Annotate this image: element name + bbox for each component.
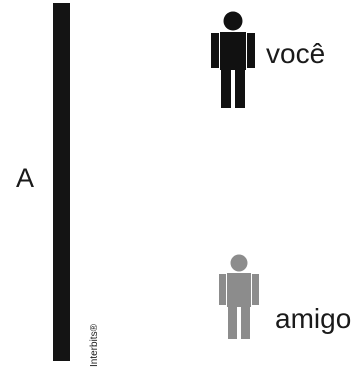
- amigo-head: [230, 254, 248, 272]
- mirror-bar: [53, 3, 70, 361]
- watermark: Interbits®: [89, 324, 100, 367]
- amigo-torso: [227, 273, 251, 307]
- voce-left-leg: [221, 68, 231, 108]
- voce-torso: [220, 32, 246, 70]
- person-voce-icon: [211, 11, 255, 108]
- amigo-right-leg: [241, 305, 250, 339]
- amigo-left-arm: [219, 274, 226, 305]
- voce-head: [223, 11, 243, 31]
- voce-left-arm: [211, 33, 219, 68]
- amigo-left-leg: [228, 305, 237, 339]
- voce-right-arm: [247, 33, 255, 68]
- person-amigo-icon: [219, 254, 259, 339]
- voce-right-leg: [235, 68, 245, 108]
- amigo-right-arm: [252, 274, 259, 305]
- mirror-label: A: [16, 163, 35, 193]
- label-amigo: amigo: [275, 303, 352, 334]
- label-voce: você: [266, 38, 326, 69]
